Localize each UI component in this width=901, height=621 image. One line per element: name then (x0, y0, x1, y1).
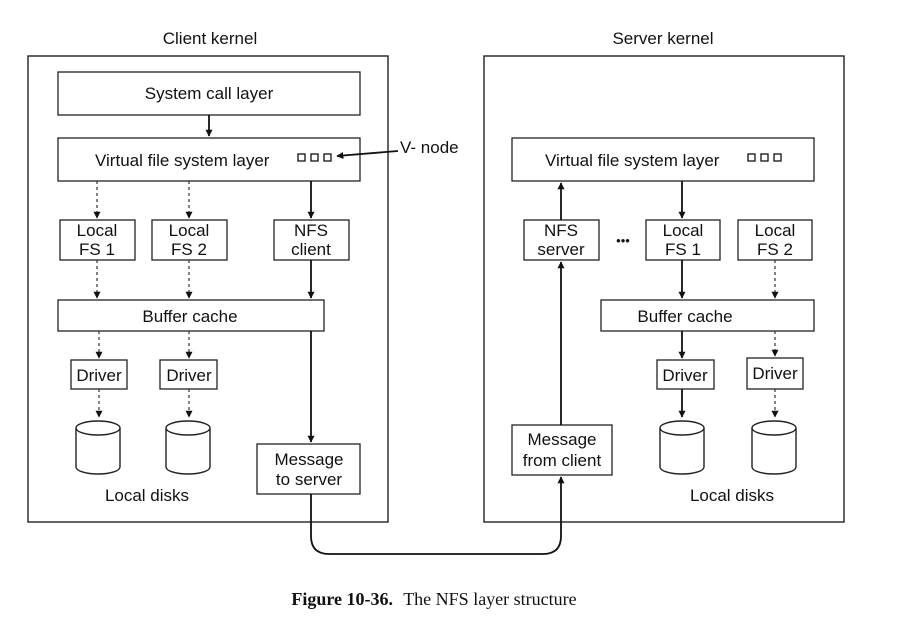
message-to-server-line1: Message (275, 450, 344, 469)
message-to-server-line2: to server (276, 470, 342, 489)
server-ellipsis: ••• (616, 233, 630, 248)
system-call-layer-box: System call layer (57, 71, 361, 116)
server-buffer-cache-box: Buffer cache (600, 299, 815, 332)
message-from-client-box: Message from client (511, 424, 613, 476)
network-link (310, 476, 565, 555)
nfs-client-box: NFS client (273, 219, 350, 261)
server-vfs-layer-label: Virtual file system layer (545, 151, 720, 170)
vnode-label: V- node (400, 138, 459, 157)
client-local-disks-label: Local disks (105, 486, 189, 505)
server-vnode-square (773, 153, 782, 162)
client-kernel-frame (27, 55, 389, 523)
client-driver1-label: Driver (76, 366, 122, 385)
nfs-server-line1: NFS (544, 221, 578, 240)
client-disk2 (165, 420, 211, 475)
client-local-fs1-box: Local FS 1 (59, 219, 136, 261)
message-from-client-line1: Message (528, 430, 597, 449)
client-local-fs1-line2: FS 1 (79, 240, 115, 259)
client-buffer-cache-box: Buffer cache (57, 299, 325, 332)
arrow-vnode-pointer (336, 150, 399, 159)
server-driver1-label: Driver (662, 366, 708, 385)
nfs-server-line2: server (537, 240, 585, 259)
client-driver1-box: Driver (70, 359, 128, 390)
server-vnode-square (760, 153, 769, 162)
server-local-disks-label: Local disks (690, 486, 774, 505)
server-driver1-box: Driver (656, 359, 715, 390)
server-driver2-label: Driver (752, 364, 798, 383)
server-arrows (557, 181, 779, 425)
server-local-fs2-line1: Local (755, 221, 796, 240)
client-arrows: V- node (93, 115, 459, 443)
client-vfs-layer-box: Virtual file system layer (57, 137, 361, 182)
nfs-client-line1: NFS (294, 221, 328, 240)
client-local-fs2-line2: FS 2 (171, 240, 207, 259)
client-buffer-cache-label: Buffer cache (142, 307, 237, 326)
figure-number: Figure 10-36. (291, 589, 393, 609)
client-driver2-label: Driver (166, 366, 212, 385)
server-kernel: Server kernel Virtual file system layer … (483, 29, 845, 523)
figure-caption: Figure 10-36. The NFS layer structure (291, 589, 576, 609)
server-vnode-square (747, 153, 756, 162)
system-call-layer-label: System call layer (145, 84, 274, 103)
message-from-client-line2: from client (523, 451, 602, 470)
server-local-fs1-line1: Local (663, 221, 704, 240)
server-kernel-title: Server kernel (612, 29, 713, 48)
client-driver2-box: Driver (159, 359, 218, 390)
figure-caption-text: The NFS layer structure (403, 589, 576, 609)
nfs-server-box: NFS server (523, 219, 600, 261)
client-kernel: Client kernel System call layer Virtual … (27, 29, 389, 523)
server-disk1 (659, 420, 705, 475)
client-vnode-square (323, 153, 332, 162)
client-local-fs2-box: Local FS 2 (151, 219, 228, 261)
server-local-fs1-line2: FS 1 (665, 240, 701, 259)
server-local-fs2-line2: FS 2 (757, 240, 793, 259)
message-to-server-box: Message to server (256, 443, 361, 495)
nfs-client-line2: client (291, 240, 331, 259)
server-local-fs2-box: Local FS 2 (737, 219, 813, 261)
server-disk2 (751, 420, 797, 475)
server-kernel-frame (483, 55, 845, 523)
server-buffer-cache-label: Buffer cache (637, 307, 732, 326)
client-vnode-square (310, 153, 319, 162)
client-vfs-layer-label: Virtual file system layer (95, 151, 270, 170)
client-local-fs2-line1: Local (169, 221, 210, 240)
client-kernel-title: Client kernel (163, 29, 258, 48)
client-disk1 (75, 420, 121, 475)
client-vnode-square (297, 153, 306, 162)
server-vfs-layer-box: Virtual file system layer (511, 137, 815, 182)
server-local-fs1-box: Local FS 1 (645, 219, 721, 261)
server-driver2-box: Driver (746, 357, 804, 390)
client-local-fs1-line1: Local (77, 221, 118, 240)
